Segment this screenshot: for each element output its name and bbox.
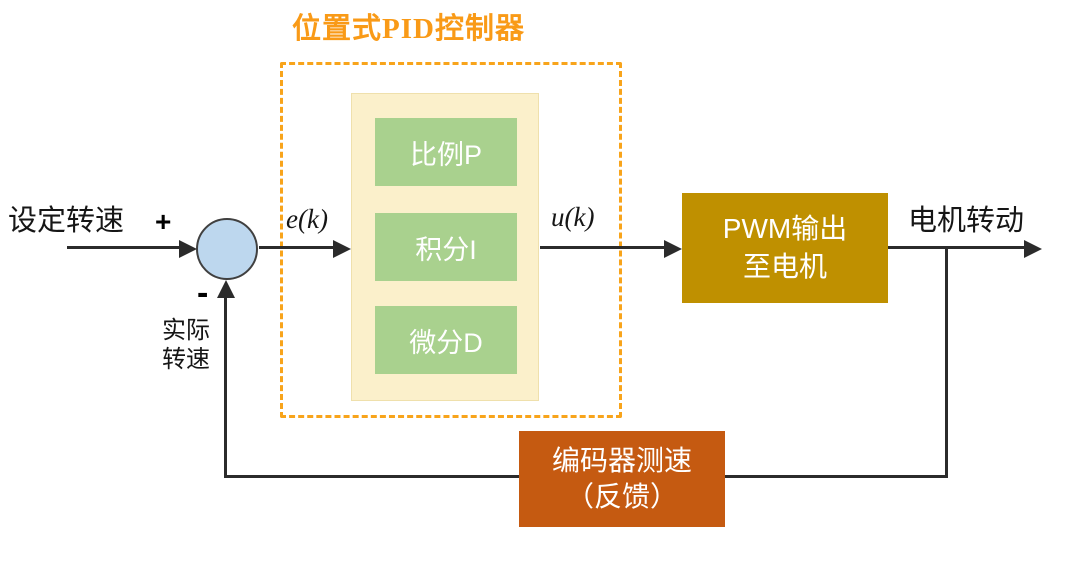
pid-block-integral: 积分I (375, 213, 517, 281)
diagram-title: 位置式PID控制器 (292, 13, 525, 45)
pid-block-derivative-label: 微分D (409, 327, 483, 358)
setpoint-label: 设定转速 (8, 205, 125, 237)
actual-speed-label: 实际 转速 (162, 317, 210, 376)
arrowhead-output-icon (1024, 240, 1042, 258)
pid-block-proportional: 比例P (375, 118, 517, 186)
arrowhead-into-summing-junction-icon (179, 240, 197, 258)
actual-speed-label-line1: 实际 (162, 318, 210, 344)
arrowhead-into-pwm-icon (664, 240, 682, 258)
output-signal-line (888, 246, 1024, 249)
feedback-branch-line-right (945, 248, 948, 478)
motor-rotation-label: 电机转动 (908, 205, 1025, 237)
actual-speed-label-line2: 转速 (162, 347, 210, 374)
pwm-output-block-label-line1: PWM输出 (722, 213, 848, 245)
pid-block-integral-label: 积分I (415, 234, 477, 265)
encoder-feedback-label-line1: 编码器测速 (551, 444, 692, 476)
pid-block-derivative: 微分D (375, 306, 517, 374)
error-signal-line (259, 246, 333, 249)
summing-junction (196, 218, 258, 280)
minus-sign: - (197, 274, 209, 312)
pid-controller-dashed-boundary (280, 62, 622, 418)
pwm-output-block-label-line2: 至电机 (742, 251, 827, 282)
pwm-output-block: PWM输出 至电机 (682, 193, 888, 303)
error-signal-label: e(k) (286, 204, 328, 234)
arrowhead-into-summing-junction-bottom-icon (217, 280, 235, 298)
encoder-feedback-block: 编码器测速 （反馈） (519, 431, 725, 527)
control-signal-label: u(k) (551, 202, 595, 232)
feedback-return-line-left (224, 297, 227, 477)
pid-block-proportional-label: 比例P (409, 139, 482, 170)
plus-sign: + (155, 206, 172, 237)
arrowhead-into-pid-icon (333, 240, 351, 258)
setpoint-signal-line (67, 246, 179, 249)
encoder-feedback-label-line2: （反馈） (565, 481, 678, 512)
control-signal-line (540, 246, 664, 249)
